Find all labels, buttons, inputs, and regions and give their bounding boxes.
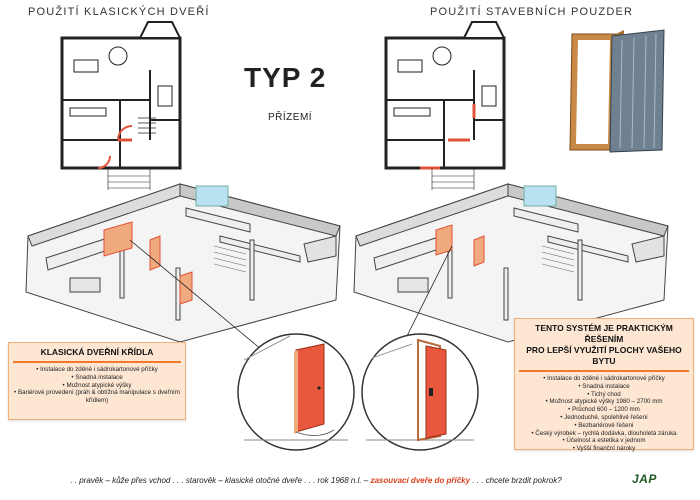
left-door-detail — [237, 333, 355, 451]
footer-text-end: . . . chcete brzdit pokrok? — [470, 476, 562, 485]
list-item: Instalace do zděné i sádrokartonové příč… — [13, 366, 181, 374]
pocket-system-heading: TENTO SYSTÉM JE PRAKTICKÝM ŘEŠENÍM PRO L… — [519, 323, 689, 372]
pocket-system-heading-line2: PRO LEPŠÍ VYUŽITÍ PLOCHY VAŠEHO BYTU — [526, 345, 682, 366]
pocket-system-heading-line1: TENTO SYSTÉM JE PRAKTICKÝM ŘEŠENÍM — [535, 323, 673, 344]
right-section-title: POUŽITÍ STAVEBNÍCH POUZDER — [430, 6, 634, 18]
page-title: TYP 2 — [244, 62, 327, 93]
logo-text: JAP — [632, 472, 657, 486]
classic-door-heading: KLASICKÁ DVEŘNÍ KŘÍDLA — [13, 347, 181, 363]
list-item: Snadná instalace — [519, 383, 689, 391]
list-item: Instalace do zděné i sádrokartonové příč… — [519, 375, 689, 383]
footer-slogan: . . pravěk – kůže přes vchod . . . staro… — [0, 476, 632, 485]
floor-label: PŘÍZEMÍ — [268, 112, 313, 123]
classic-door-list: Instalace do zděné i sádrokartonové příč… — [9, 366, 185, 405]
jap-logo: JAP — [632, 472, 657, 486]
list-item: Český výrobek – rychlá dodávka, dlouhole… — [519, 430, 689, 438]
footer-text-start: . . pravěk – kůže přes vchod . . . staro… — [70, 476, 371, 485]
classic-door-panel: KLASICKÁ DVEŘNÍ KŘÍDLA Instalace do zděn… — [8, 342, 186, 420]
right-house-3d — [353, 183, 669, 343]
left-section-title: POUŽITÍ KLASICKÝCH DVEŘÍ — [28, 6, 210, 18]
left-house-3d — [25, 183, 341, 343]
list-item: Bezbariérové řešení — [519, 422, 689, 430]
pocket-system-list: Instalace do zděné i sádrokartonové příč… — [515, 375, 693, 453]
right-floor-plan — [384, 21, 506, 190]
list-item: Bariérové provedení (práh & obtížná mani… — [13, 389, 181, 405]
left-floor-plan — [60, 21, 182, 190]
list-item: Možnost atypické výšky 1980 – 2700 mm — [519, 398, 689, 406]
list-item: Průchod 600 – 1200 mm — [519, 406, 689, 414]
pocket-system-panel: TENTO SYSTÉM JE PRAKTICKÝM ŘEŠENÍM PRO L… — [514, 318, 694, 453]
list-item: Snadná instalace — [13, 374, 181, 382]
list-item: Možnost atypické výšky — [13, 382, 181, 390]
right-door-detail — [361, 333, 479, 451]
list-item: Jednoduché, spolehlivé řešení — [519, 414, 689, 422]
list-item: Vyšší finanční nároky — [519, 445, 689, 453]
footer-highlight: zasouvací dveře do příčky — [370, 476, 471, 485]
pocket-door-illustration — [569, 29, 665, 153]
list-item: Tichý chod — [519, 391, 689, 399]
list-item: Účelnost a estetika v jednom — [519, 437, 689, 445]
